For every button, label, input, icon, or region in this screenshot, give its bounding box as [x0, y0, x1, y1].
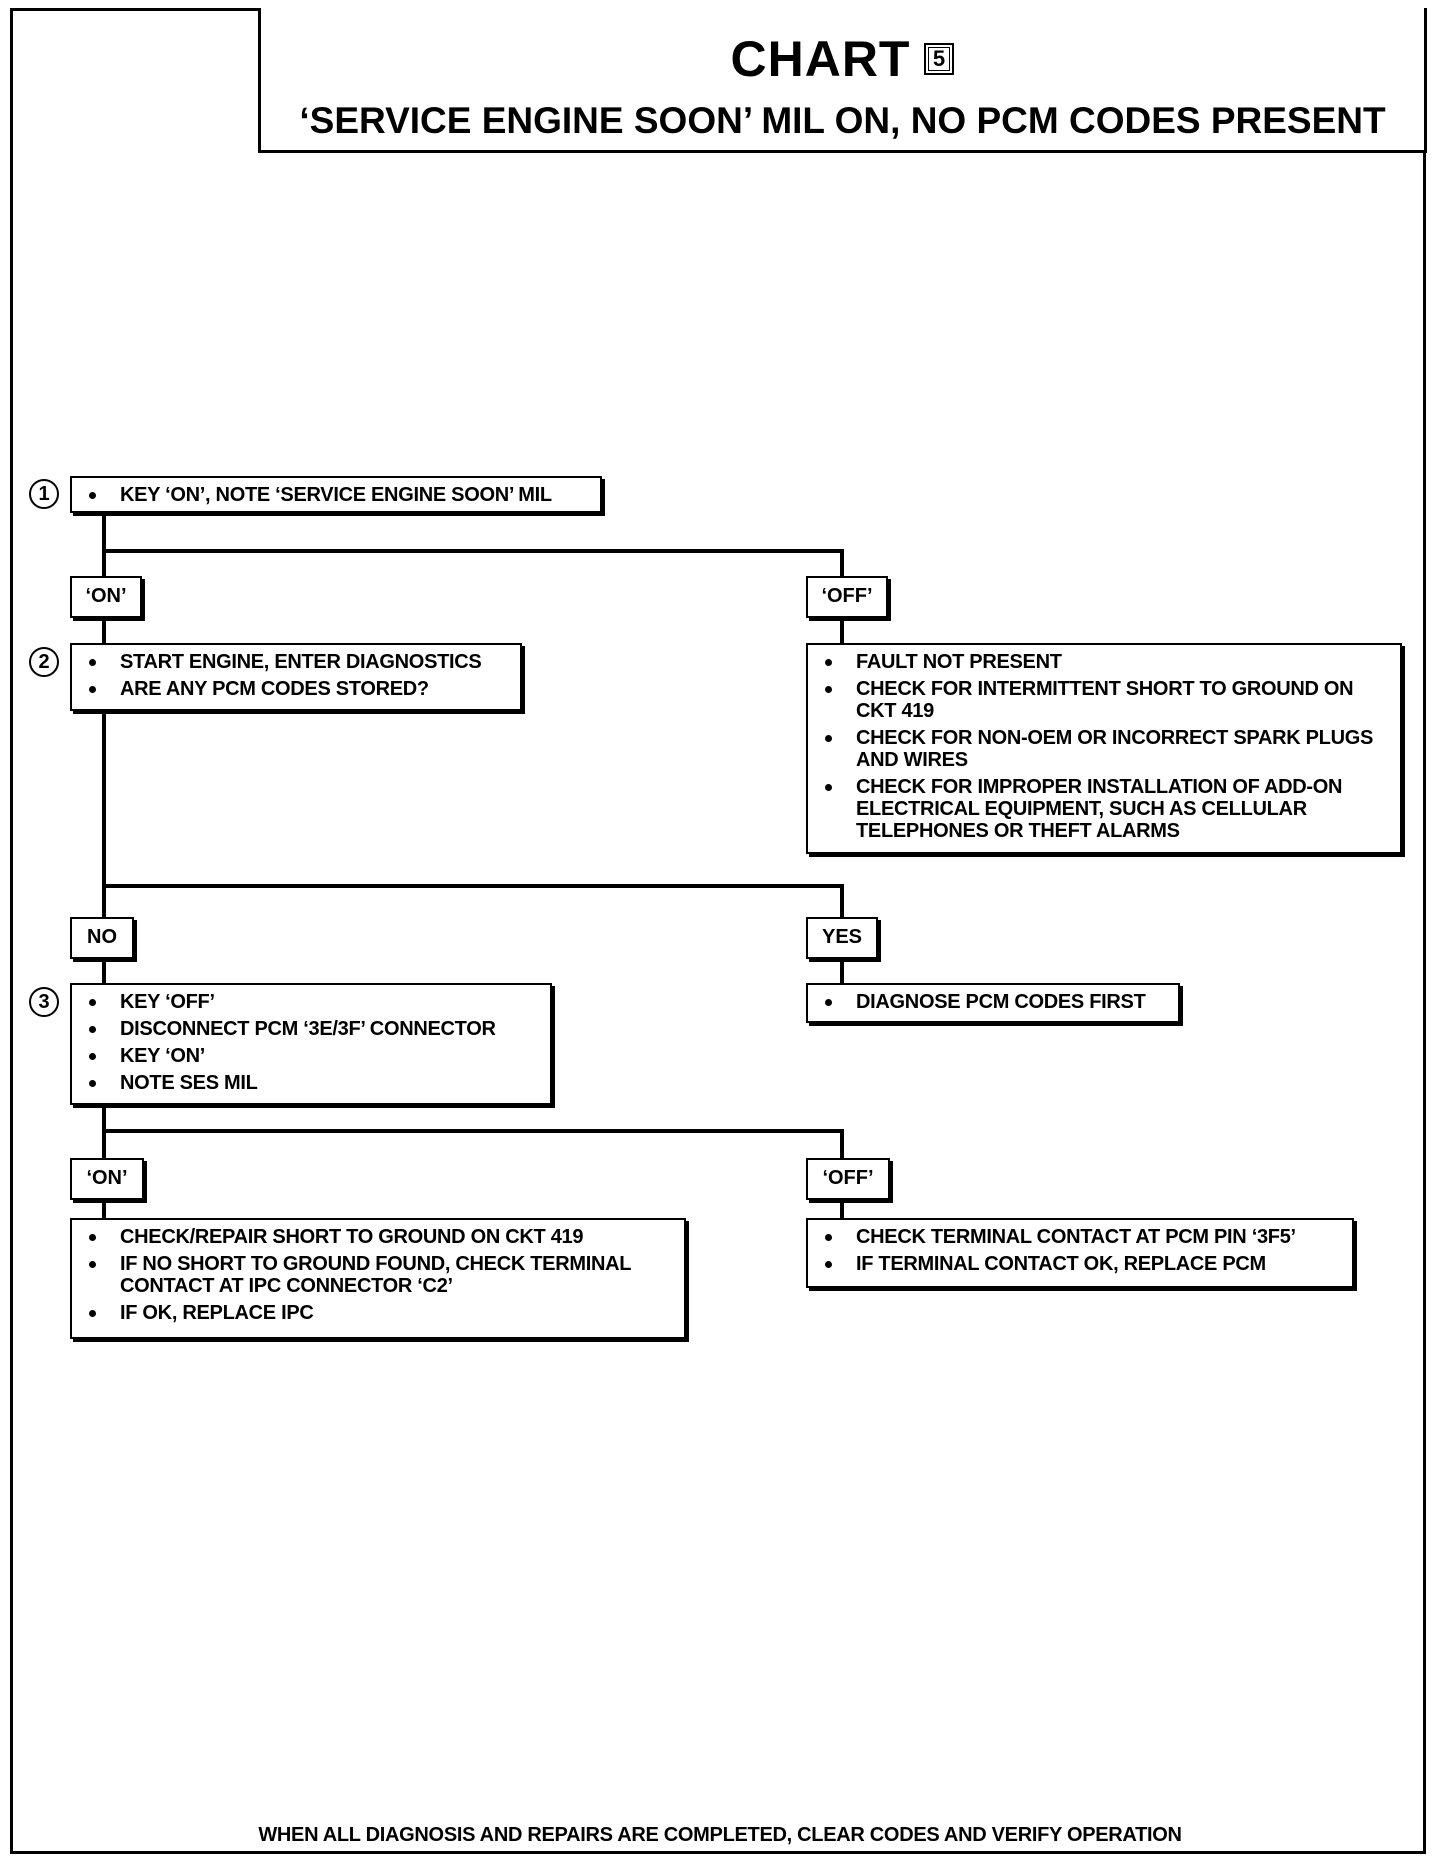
- list-item: CHECK/REPAIR SHORT TO GROUND ON CKT 419: [72, 1226, 674, 1248]
- connector-line: [102, 1104, 106, 1162]
- connector-line: [102, 1196, 106, 1221]
- footer-note: WHEN ALL DIAGNOSIS AND REPAIRS ARE COMPL…: [258, 1824, 1182, 1846]
- list-item: KEY ‘ON’: [72, 1045, 540, 1067]
- chart-subtitle: ‘SERVICE ENGINE SOON’ MIL ON, NO PCM COD…: [299, 100, 1386, 141]
- branch-label-on: ‘ON’: [70, 576, 142, 618]
- list-item: DIAGNOSE PCM CODES FIRST: [808, 991, 1168, 1013]
- list-item: KEY ‘OFF’: [72, 991, 540, 1013]
- list-item: IF TERMINAL CONTACT OK, REPLACE PCM: [808, 1253, 1342, 1275]
- branch-label-off: ‘OFF’: [806, 1158, 890, 1200]
- replace-pcm-list: CHECK TERMINAL CONTACT AT PCM PIN ‘3F5’ …: [808, 1220, 1352, 1281]
- connector-line: [102, 955, 106, 985]
- connector-line: [102, 710, 106, 921]
- connector-line: [102, 549, 844, 553]
- list-item: KEY ‘ON’, NOTE ‘SERVICE ENGINE SOON’ MIL: [72, 484, 590, 506]
- repair-short-list: CHECK/REPAIR SHORT TO GROUND ON CKT 419 …: [72, 1220, 684, 1330]
- list-item: ARE ANY PCM CODES STORED?: [72, 678, 510, 700]
- connector-line: [102, 618, 106, 643]
- list-item: DISCONNECT PCM ‘3E/3F’ CONNECTOR: [72, 1018, 540, 1040]
- list-item: CHECK FOR NON-OEM OR INCORRECT SPARK PLU…: [808, 727, 1390, 771]
- diagnose-codes-box: DIAGNOSE PCM CODES FIRST: [806, 983, 1180, 1023]
- branch-label-on: ‘ON’: [70, 1158, 144, 1200]
- replace-pcm-box: CHECK TERMINAL CONTACT AT PCM PIN ‘3F5’ …: [806, 1218, 1354, 1288]
- step-2-box: START ENGINE, ENTER DIAGNOSTICS ARE ANY …: [70, 643, 522, 711]
- diagnose-codes-list: DIAGNOSE PCM CODES FIRST: [808, 985, 1178, 1019]
- step-3-box: KEY ‘OFF’ DISCONNECT PCM ‘3E/3F’ CONNECT…: [70, 983, 552, 1105]
- connector-line: [840, 1129, 844, 1162]
- connector-line: [840, 549, 844, 584]
- chart-number-inner-border: [928, 46, 951, 71]
- page-frame: [10, 8, 1426, 1854]
- list-item: FAULT NOT PRESENT: [808, 651, 1390, 673]
- list-item: IF OK, REPLACE IPC: [72, 1302, 674, 1324]
- list-item: START ENGINE, ENTER DIAGNOSTICS: [72, 651, 510, 673]
- step-marker-1: 1: [29, 479, 59, 509]
- branch-label-no: NO: [70, 917, 134, 959]
- chart-title: CHART 5: [261, 30, 1424, 88]
- chart-number-badge: 5: [924, 42, 955, 75]
- connector-line: [840, 955, 844, 985]
- step-marker-3: 3: [29, 987, 59, 1017]
- fault-not-present-list: FAULT NOT PRESENT CHECK FOR INTERMITTENT…: [808, 645, 1400, 848]
- connector-line: [840, 884, 844, 921]
- chart-title-text: CHART: [730, 31, 911, 87]
- list-item: CHECK TERMINAL CONTACT AT PCM PIN ‘3F5’: [808, 1226, 1342, 1248]
- branch-label-yes: YES: [806, 917, 878, 959]
- connector-line: [102, 884, 844, 888]
- step-1-list: KEY ‘ON’, NOTE ‘SERVICE ENGINE SOON’ MIL: [72, 478, 600, 512]
- connector-line: [102, 1129, 844, 1133]
- list-item: IF NO SHORT TO GROUND FOUND, CHECK TERMI…: [72, 1253, 674, 1297]
- list-item: CHECK FOR INTERMITTENT SHORT TO GROUND O…: [808, 678, 1390, 722]
- list-item: CHECK FOR IMPROPER INSTALLATION OF ADD-O…: [808, 776, 1390, 842]
- title-block: CHART 5 ‘SERVICE ENGINE SOON’ MIL ON, NO …: [258, 8, 1427, 153]
- repair-short-box: CHECK/REPAIR SHORT TO GROUND ON CKT 419 …: [70, 1218, 686, 1339]
- step-1-box: KEY ‘ON’, NOTE ‘SERVICE ENGINE SOON’ MIL: [70, 476, 602, 513]
- fault-not-present-box: FAULT NOT PRESENT CHECK FOR INTERMITTENT…: [806, 643, 1402, 854]
- step-marker-2: 2: [29, 647, 59, 677]
- step-3-list: KEY ‘OFF’ DISCONNECT PCM ‘3E/3F’ CONNECT…: [72, 985, 550, 1100]
- connector-line: [840, 1196, 844, 1221]
- connector-line: [102, 549, 106, 584]
- list-item: NOTE SES MIL: [72, 1072, 540, 1094]
- branch-label-off: ‘OFF’: [806, 576, 888, 618]
- connector-line: [102, 510, 106, 554]
- chart-number: 5: [932, 45, 947, 71]
- step-2-list: START ENGINE, ENTER DIAGNOSTICS ARE ANY …: [72, 645, 520, 706]
- connector-line: [840, 618, 844, 643]
